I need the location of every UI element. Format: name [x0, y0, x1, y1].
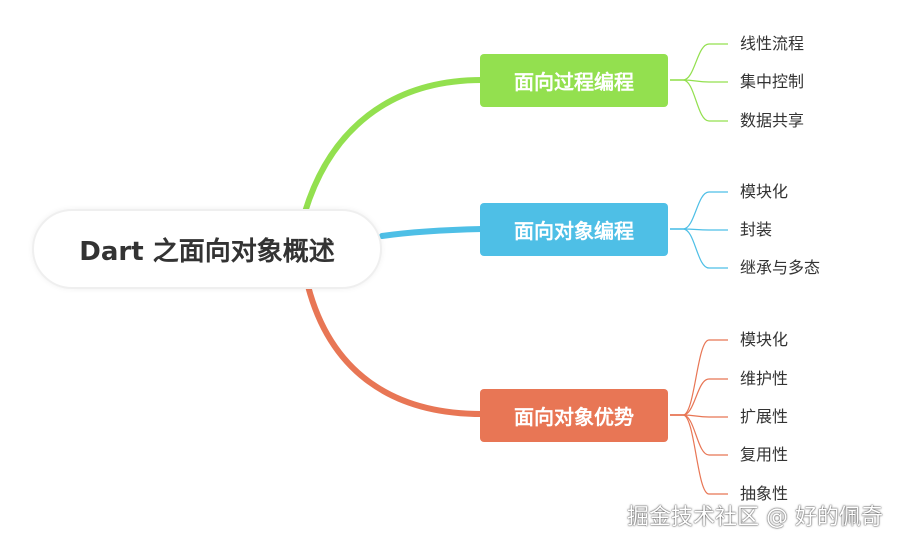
leaf-inheritance-polymorphism: 继承与多态 — [740, 258, 821, 277]
leaf-connector — [670, 191, 728, 230]
leaf-connector — [670, 378, 728, 416]
connector-root-to-procedural — [302, 77, 485, 215]
leaf-linear-flow: 线性流程 — [740, 34, 805, 53]
branch-label: 面向对象优势 — [514, 405, 634, 429]
leaf-connector — [670, 339, 728, 416]
connector-root-to-oop — [379, 226, 485, 239]
branch-label: 面向过程编程 — [514, 70, 634, 94]
branch-label: 面向对象编程 — [514, 219, 634, 243]
leaf-reusability: 复用性 — [740, 445, 789, 464]
leaf-central-control: 集中控制 — [740, 72, 805, 91]
root-label: Dart 之面向对象概述 — [79, 236, 335, 267]
branch-oop: 面向对象编程 — [480, 203, 668, 256]
leaf-connector — [670, 414, 728, 456]
leaf-modularity: 模块化 — [740, 330, 789, 349]
leaf-connector — [670, 414, 728, 495]
leaf-encapsulation: 封装 — [740, 220, 773, 239]
root-node: Dart 之面向对象概述 — [32, 209, 382, 289]
leaf-maintainability: 维护性 — [740, 369, 789, 388]
leaf-connector — [670, 43, 728, 81]
leaf-extensibility: 扩展性 — [740, 407, 789, 426]
leaf-connector — [670, 79, 728, 122]
branch-oop-advantages: 面向对象优势 — [480, 389, 668, 442]
branch-procedural: 面向过程编程 — [480, 54, 668, 107]
leaf-modularity: 模块化 — [740, 182, 789, 201]
connector-root-to-advantages — [305, 283, 485, 417]
leaf-abstraction: 抽象性 — [740, 484, 789, 503]
leaf-connector — [670, 228, 728, 269]
watermark: 掘金技术社区 @ 好的佩奇 — [627, 505, 883, 530]
leaf-data-sharing: 数据共享 — [740, 111, 805, 130]
